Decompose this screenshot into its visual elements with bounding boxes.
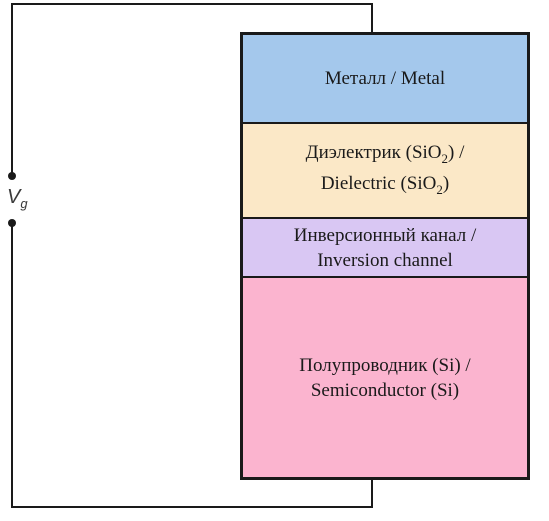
- gate-voltage-symbol: V: [7, 186, 21, 208]
- semiconductor-label-line: Semiconductor (Si): [311, 378, 459, 403]
- gate-voltage-subscript: g: [20, 196, 28, 211]
- dielectric-label-text: Dielectric (SiO: [320, 172, 437, 194]
- semiconductor-layer: Полупроводник (Si) / Semiconductor (Si): [240, 278, 530, 480]
- top-wire: [11, 3, 373, 176]
- dielectric-label-tail: ): [442, 172, 450, 194]
- channel-label-line: Inversion channel: [317, 248, 453, 273]
- inversion-channel-layer: Инверсионный канал / Inversion channel: [240, 219, 530, 278]
- metal-label-line: Металл / Metal: [325, 66, 445, 91]
- semiconductor-label-text: Полупроводник (Si) /: [299, 354, 471, 376]
- channel-label-text: Инверсионный канал /: [293, 224, 477, 246]
- channel-label-line: Инверсионный канал /: [294, 223, 476, 248]
- dielectric-label-subscript: 2: [441, 150, 449, 166]
- semiconductor-label-text: Semiconductor (Si): [310, 379, 460, 401]
- gate-terminal-top: [8, 172, 16, 180]
- gate-terminal-bottom: [8, 219, 16, 227]
- gate-voltage-label: Vg: [7, 186, 28, 211]
- bottom-wire: [11, 223, 373, 508]
- metal-layer: Металл / Metal: [240, 32, 530, 124]
- dielectric-label-line: Диэлектрик (SiO2) /: [306, 140, 465, 171]
- dielectric-label-line: Dielectric (SiO2): [321, 171, 449, 202]
- dielectric-label-tail: ) /: [448, 141, 465, 163]
- metal-label-text: Металл / Metal: [324, 68, 446, 89]
- dielectric-layer: Диэлектрик (SiO2) /Dielectric (SiO2): [240, 124, 530, 219]
- semiconductor-label-line: Полупроводник (Si) /: [299, 353, 470, 378]
- channel-label-text: Inversion channel: [317, 249, 453, 271]
- dielectric-label-subscript: 2: [436, 181, 443, 197]
- dielectric-label-text: Диэлектрик (SiO: [305, 141, 442, 163]
